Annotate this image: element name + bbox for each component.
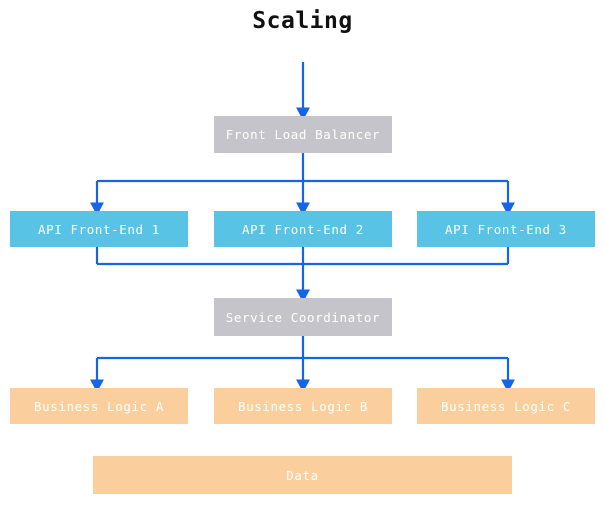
node-front-load-balancer-label: Front Load Balancer <box>225 127 381 142</box>
node-service-coordinator-label: Service Coordinator <box>225 309 381 325</box>
node-business-logic-a[interactable]: Business Logic A <box>10 388 188 424</box>
node-business-logic-c-label: Business Logic C <box>440 398 571 414</box>
node-business-logic-b[interactable]: Business Logic B <box>214 388 392 424</box>
node-api-front-end-3[interactable]: API Front-End 3 <box>417 211 595 247</box>
node-data[interactable]: Data <box>93 456 512 494</box>
node-service-coordinator[interactable]: Service Coordinator <box>214 298 392 336</box>
node-data-label: Data <box>286 467 319 483</box>
node-business-logic-b-label: Business Logic B <box>237 398 368 414</box>
node-api-front-end-2-label: API Front-End 2 <box>242 221 364 237</box>
node-api-front-end-2[interactable]: API Front-End 2 <box>214 211 392 247</box>
node-business-logic-c[interactable]: Business Logic C <box>417 388 595 424</box>
diagram-title: Scaling <box>252 8 353 34</box>
node-api-front-end-3-label: API Front-End 3 <box>445 221 567 237</box>
node-api-front-end-1-label: API Front-End 1 <box>38 221 160 237</box>
node-front-load-balancer[interactable]: Front Load Balancer <box>214 116 392 153</box>
node-api-front-end-1[interactable]: API Front-End 1 <box>10 211 188 247</box>
node-business-logic-a-label: Business Logic A <box>33 398 164 414</box>
